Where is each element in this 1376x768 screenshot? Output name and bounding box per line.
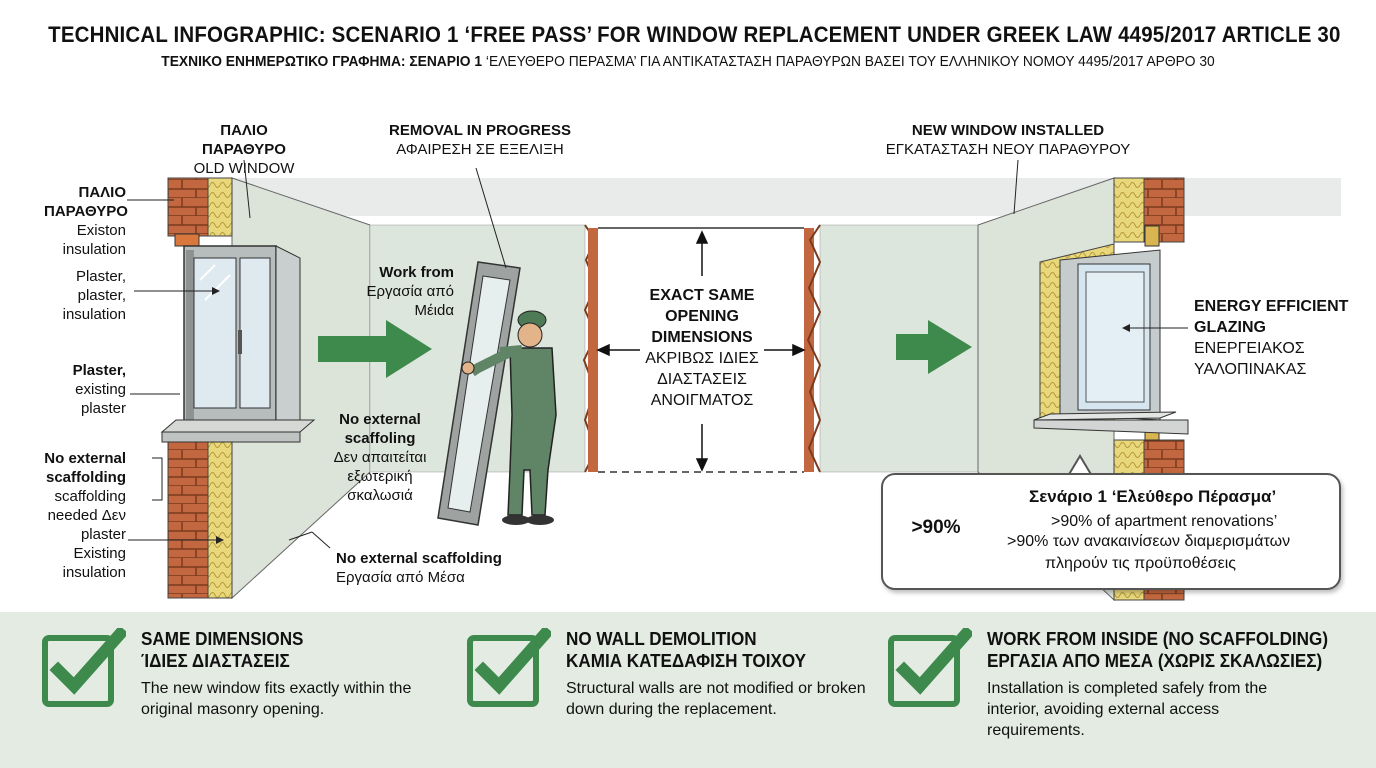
- no-scaffold-mid-label: No external scaffoling Δεν απαιτείται εξ…: [326, 410, 434, 505]
- stage-removal-subtitle: ΑΦΑΙΡΕΣΗ ΣΕ ΕΞΕΛΙΞΗ: [396, 141, 564, 158]
- glazing-title1: ENERGY EFFICIENT: [1194, 298, 1349, 315]
- scenario-callout: Σενάριο 1 ‘Ελεύθερο Πέρασμα’ >90% of apa…: [881, 473, 1341, 590]
- left-label-3: Plaster, existing plaster: [44, 361, 126, 418]
- dimensions-title: EXACT SAME OPENING DIMENSIONS: [649, 287, 755, 346]
- glazing-title2: GLAZING: [1194, 319, 1266, 336]
- glazing-line2: ΥΑΛΟΠΙΝΑΚΑΣ: [1194, 361, 1307, 378]
- work-from-line1: Εργασία από: [366, 283, 454, 300]
- dimensions-label: EXACT SAME OPENING DIMENSIONS ΑΚΡΙΒΩΣ ΙΔ…: [640, 285, 764, 411]
- feature-description: Structural walls are not modified or bro…: [566, 680, 866, 718]
- subtitle-rest: ‘ΕΛΕΥΘΕΡΟ ΠΕΡΑΣΜΑ’ ΓΙΑ ΑΝΤΙΚΑΤΑΣΤΑΣΗ ΠΑΡ…: [485, 53, 1215, 70]
- left-label-1-rest: Existon insulation: [62, 222, 126, 258]
- no-scaffold-mid-line2: εξωτερική: [347, 468, 413, 485]
- check-icon: [42, 628, 126, 707]
- no-scaffold-mid-line3: σκαλωσιά: [347, 487, 413, 504]
- feature-heading-en: WORK FROM INSIDE (NO SCAFFOLDING): [987, 629, 1329, 649]
- check-icon: [467, 628, 551, 707]
- dimensions-line2: ΔΙΑΣΤΑΣΕΙΣ: [657, 371, 747, 388]
- feature-heading-el: ΕΡΓΑΣΙΑ ΑΠΟ ΜΕΣΑ (ΧΩΡΙΣ ΣΚΑΛΩΣΙΕΣ): [987, 651, 1323, 671]
- work-from-title: Work from: [379, 264, 454, 281]
- old-window-wall: [160, 177, 371, 600]
- left-label-3-rest: existing plaster: [75, 381, 126, 417]
- feature-description: Installation is completed safely from th…: [987, 680, 1268, 739]
- dimensions-line3: ΑΝΟΙΓΜΑΤΟΣ: [650, 392, 754, 409]
- page-title: TECHNICAL INFOGRAPHIC: SCENARIO 1 ‘FREE …: [48, 22, 1341, 47]
- feature-text: NO WALL DEMOLITION ΚΑΜΙΑ ΚΑΤΕΔΑΦΙΣΗ ΤΟΙΧ…: [566, 628, 946, 720]
- no-scaffold-bottom-line1: Εργασία από Μέσα: [336, 569, 465, 586]
- left-label-1: ΠΑΛΙΟ ΠΑΡΑΘΥΡΟ Existon insulation: [44, 183, 128, 259]
- work-from-label: Work from Εργασία από Μέιdα: [346, 263, 454, 320]
- left-label-4: No external scaffolding scaffolding need…: [30, 449, 126, 582]
- subtitle-bold: ΤΕΧΝΙΚΟ ΕΝΗΜΕΡΩΤΙΚΟ ΓΡΑΦΗΜΑ: ΣΕΝΑΡΙΟ 1: [161, 53, 483, 70]
- no-scaffold-mid-line1: Δεν απαιτείται: [333, 449, 427, 466]
- left-label-2: Plaster, plaster, insulation: [62, 268, 126, 323]
- leader-lines: [127, 159, 1188, 549]
- feature-heading-el: ΊΔΙΕΣ ΔΙΑΣΤΑΣΕΙΣ: [141, 651, 290, 671]
- arrow-right-icon: [318, 320, 972, 378]
- dimension-arrows: [596, 230, 806, 472]
- worker-icon: [437, 261, 557, 526]
- stage-new-label: NEW WINDOW INSTALLED ΕΓΚΑΤΑΣΤΑΣΗ ΝΕΟΥ ΠΑ…: [868, 121, 1148, 159]
- stage-removal-title: REMOVAL IN PROGRESS: [389, 122, 571, 139]
- no-scaffold-bottom-title: No external scaffolding: [336, 550, 502, 567]
- feature-text: WORK FROM INSIDE (NO SCAFFOLDING) ΕΡΓΑΣΙ…: [987, 628, 1367, 741]
- no-scaffold-mid-title: No external scaffoling: [339, 411, 421, 447]
- glazing-line1: ΕΝΕΡΓΕΙΑΚΟΣ: [1194, 340, 1305, 357]
- check-icon: [888, 628, 972, 707]
- no-scaffold-bottom-label: No external scaffolding Εργασία από Μέσα: [336, 549, 536, 587]
- stage-removal-label: REMOVAL IN PROGRESS ΑΦΑΙΡΕΣΗ ΣΕ ΕΞΕΛΙΞΗ: [375, 121, 585, 159]
- glazing-label: ENERGY EFFICIENT GLAZING ΕΝΕΡΓΕΙΑΚΟΣ ΥΑΛ…: [1194, 296, 1364, 380]
- callout-line2: >90% των ανακαινίσεων διαμερισμάτων: [1007, 533, 1291, 550]
- features-band: [0, 612, 1376, 768]
- feature-heading-en: SAME DIMENSIONS: [141, 629, 304, 649]
- left-label-3-bold: Plaster,: [72, 362, 126, 379]
- left-label-4-rest: scaffolding needed Δεν plaster Existing …: [47, 488, 126, 581]
- work-from-line2: Μέιdα: [414, 302, 454, 319]
- stage-old-label: ΠΑΛΙΟ ΠΑΡΑΘΥΡΟ OLD WINDOW: [186, 121, 302, 178]
- stage-old-title: ΠΑΛΙΟ ΠΑΡΑΘΥΡΟ: [202, 122, 286, 158]
- stage-new-subtitle: ΕΓΚΑΤΑΣΤΑΣΗ ΝΕΟΥ ΠΑΡΑΘΥΡΟΥ: [885, 141, 1131, 158]
- callout-line1: >90% of apartment renovations’: [1051, 513, 1278, 530]
- left-label-4-bold: No external scaffolding: [44, 450, 126, 486]
- feature-heading-el: ΚΑΜΙΑ ΚΑΤΕΔΑΦΙΣΗ ΤΟΙΧΟΥ: [566, 651, 807, 671]
- callout-line3: πληρούν τις προϋποθέσεις: [1045, 555, 1236, 572]
- callout-title: Σενάριο 1 ‘Ελεύθερο Πέρασμα’: [1029, 487, 1277, 506]
- feature-text: SAME DIMENSIONS ΊΔΙΕΣ ΔΙΑΣΤΑΣΕΙΣ The new…: [141, 628, 521, 720]
- left-label-1-bold: ΠΑΛΙΟ ΠΑΡΑΘΥΡΟ: [44, 184, 128, 220]
- page-subtitle: ΤΕΧΝΙΚΟ ΕΝΗΜΕΡΩΤΙΚΟ ΓΡΑΦΗΜΑ: ΣΕΝΑΡΙΟ 1 ‘…: [55, 53, 1321, 70]
- stage-old-subtitle: OLD WINDOW: [193, 160, 295, 177]
- stage-new-title: NEW WINDOW INSTALLED: [911, 122, 1105, 139]
- feature-heading-en: NO WALL DEMOLITION: [566, 629, 757, 649]
- feature-description: The new window fits exactly within the o…: [141, 680, 412, 718]
- title-block: TECHNICAL INFOGRAPHIC: SCENARIO 1 ‘FREE …: [0, 22, 1376, 70]
- percent-label: >90%: [911, 517, 961, 538]
- dimensions-line1: ΑΚΡΙΒΩΣ ΙΔΙΕΣ: [645, 350, 759, 367]
